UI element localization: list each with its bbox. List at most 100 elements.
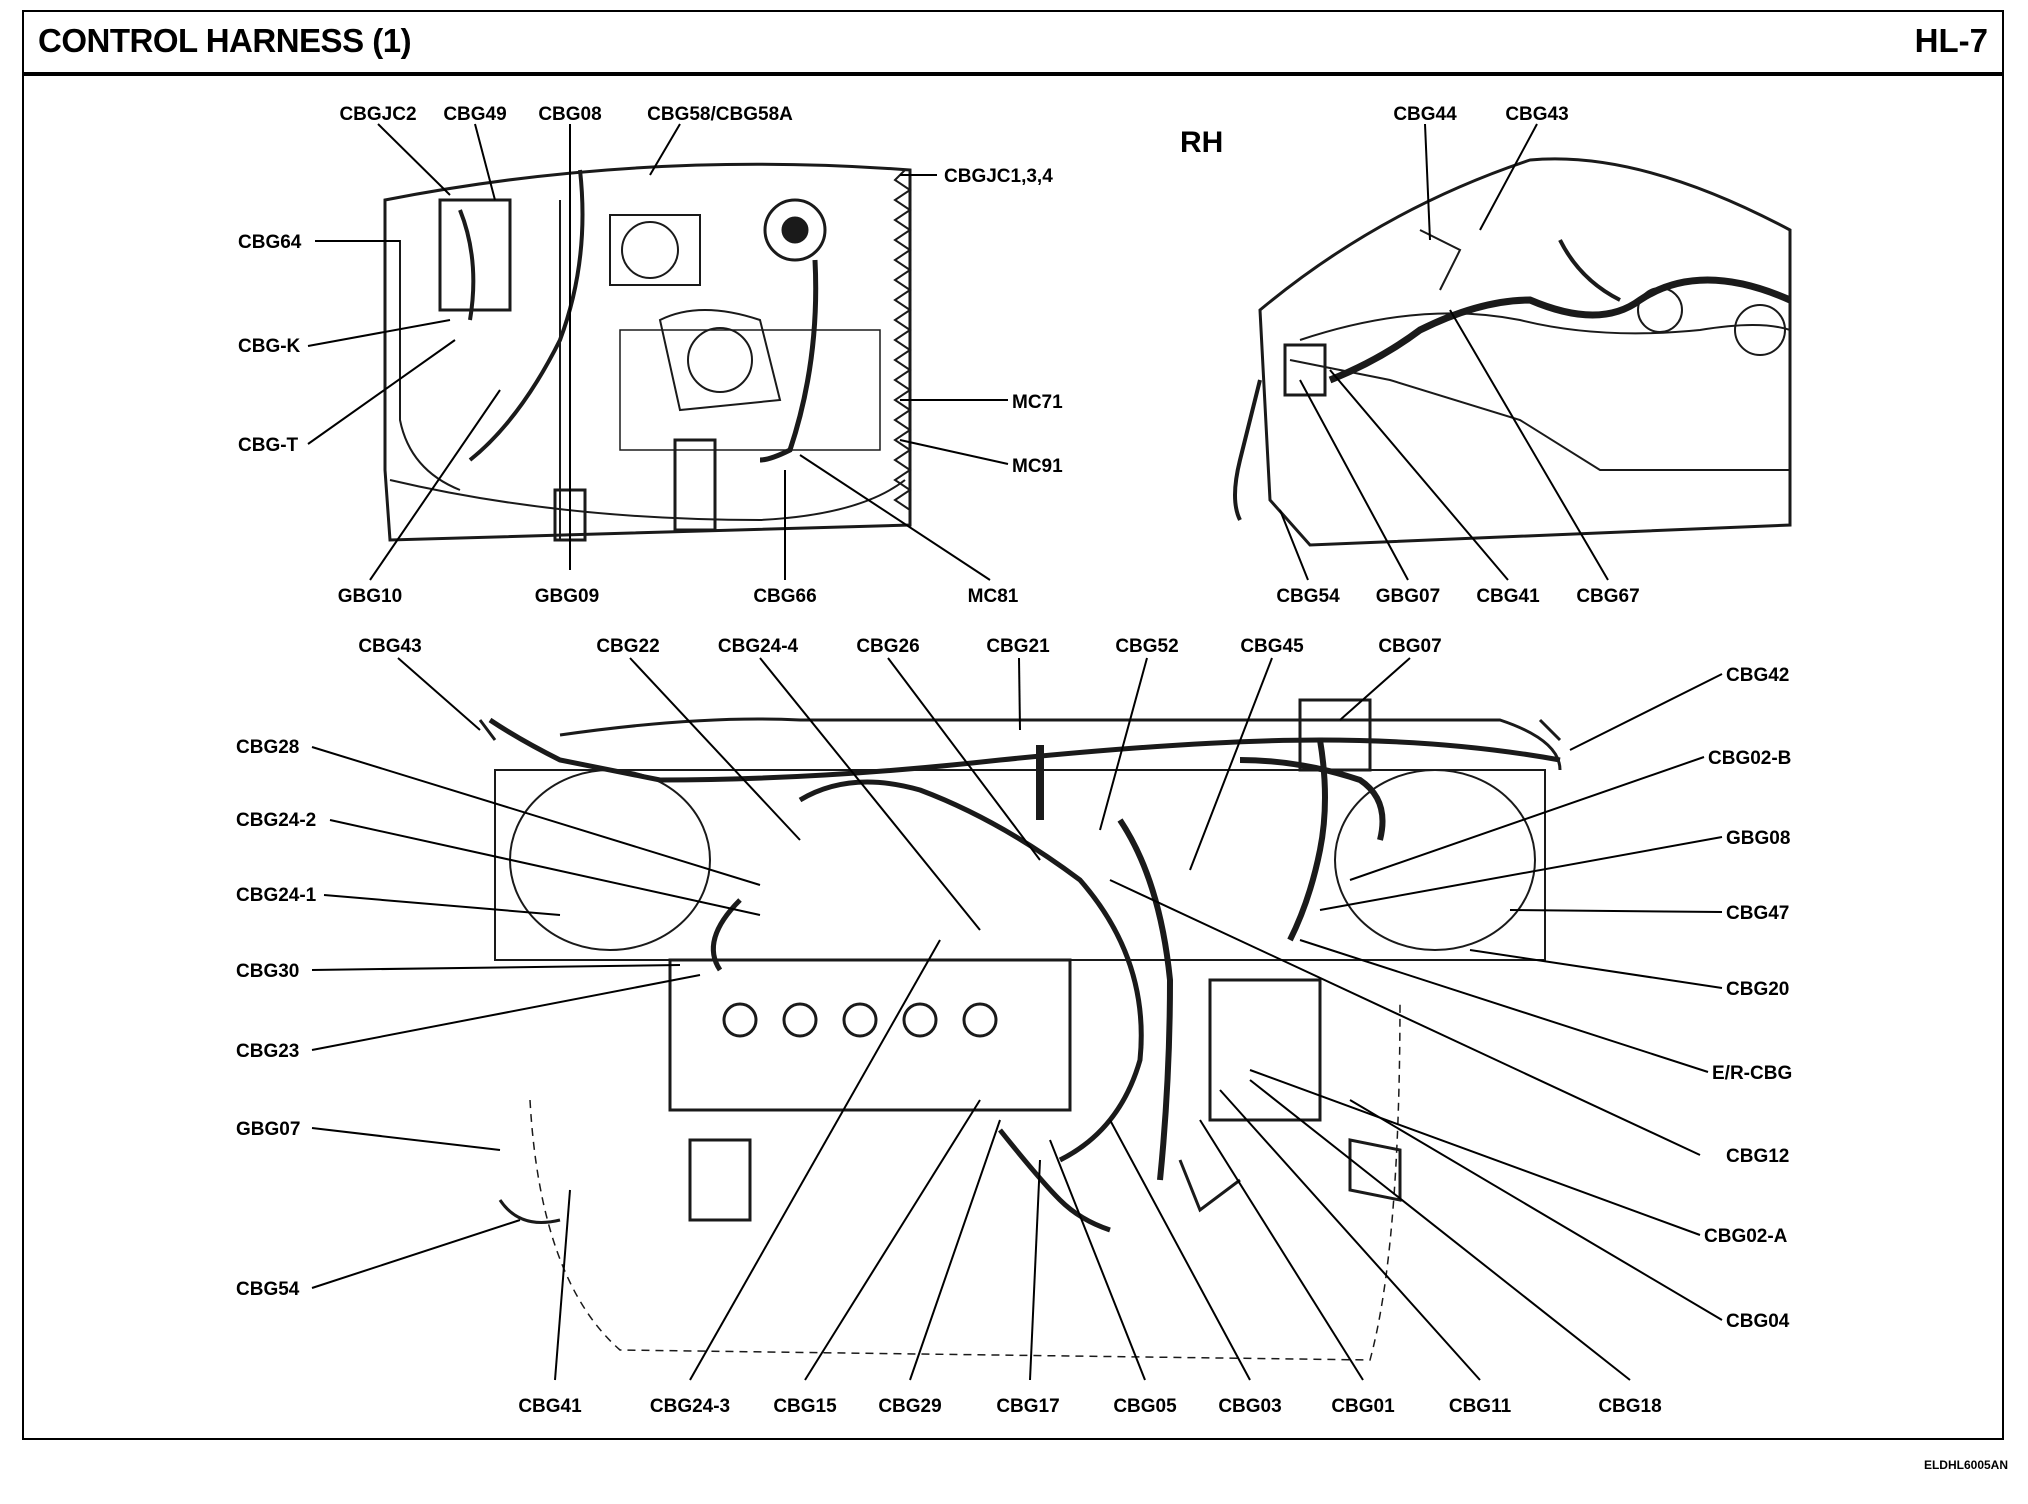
connector-label: GBG10 (338, 586, 402, 607)
connector-label: CBG24-3 (650, 1396, 730, 1417)
connector-label: CBG64 (238, 232, 302, 253)
connector-label: MC91 (1012, 456, 1063, 477)
connector-label: CBG58/CBG58A (647, 104, 793, 125)
leader-line (1449, 309, 1609, 581)
leader-line (377, 123, 451, 196)
connector-label: CBGJC1,3,4 (944, 166, 1053, 187)
leader-line (311, 974, 701, 1051)
leader-line (554, 1189, 571, 1381)
bottom-engine-overview-drawing (478, 698, 1562, 1361)
connector-label: CBG30 (236, 961, 299, 982)
page-title: CONTROL HARNESS (1) (38, 22, 412, 59)
leader-line (1424, 123, 1431, 241)
leader-line (689, 939, 941, 1381)
connector-label: CBG04 (1726, 1311, 1790, 1332)
leader-line (1299, 379, 1409, 581)
leader-line (1469, 949, 1723, 989)
connector-label: CBG11 (1449, 1396, 1512, 1417)
leader-line (1479, 123, 1538, 231)
connector-label: CBG05 (1113, 1396, 1177, 1417)
leader-line (307, 339, 456, 445)
leader-line (804, 1099, 981, 1381)
connector-label: MC71 (1012, 392, 1063, 413)
leader-line (887, 657, 1041, 861)
leader-line (1249, 1069, 1701, 1236)
leader-line (1109, 1119, 1251, 1381)
connector-label: CBG41 (518, 1396, 582, 1417)
connector-label: CBG02-B (1708, 748, 1791, 769)
leader-line (799, 454, 991, 581)
leader-line (1299, 939, 1709, 1073)
leader-line (1099, 657, 1148, 831)
connector-label: CBG54 (236, 1279, 300, 1300)
top-left-labels: CBGJC2 CBG49 CBG08 CBG58/CBG58A CBGJC1,3… (238, 104, 1063, 607)
connector-label: CBG07 (1378, 636, 1441, 657)
leader-line (397, 657, 481, 731)
leader-line (1018, 657, 1021, 731)
connector-label: CBG03 (1218, 1396, 1281, 1417)
leader-line (649, 123, 681, 176)
connector-label: CBG42 (1726, 665, 1789, 686)
leader-line (1109, 879, 1701, 1156)
connector-label: CBG18 (1598, 1396, 1661, 1417)
connector-label: CBG44 (1393, 104, 1457, 125)
connector-label: CBG66 (753, 586, 816, 607)
leader-line (759, 657, 981, 931)
connector-label: CBG67 (1576, 586, 1639, 607)
leader-line (329, 819, 761, 916)
connector-label: CBG21 (986, 636, 1050, 657)
connector-label: CBG26 (856, 636, 919, 657)
leader-lines (307, 123, 1723, 1381)
connector-label: E/R-CBG (1712, 1063, 1792, 1084)
connector-label: CBG24-4 (718, 636, 799, 657)
leader-line (311, 1219, 521, 1289)
top-left-engine-bay-drawing (383, 162, 912, 542)
connector-label: CBG29 (878, 1396, 941, 1417)
page-header: CONTROL HARNESS (1) HL-7 (24, 12, 2002, 76)
leader-line (311, 746, 761, 886)
connector-label: CBG43 (358, 636, 421, 657)
connector-label: GBG07 (236, 1119, 300, 1140)
connector-label: GBG07 (1376, 586, 1440, 607)
connector-label: CBG17 (996, 1396, 1059, 1417)
connector-label: CBG15 (773, 1396, 837, 1417)
connector-label: CBG47 (1726, 903, 1789, 924)
leader-line (1349, 1099, 1723, 1321)
connector-label: CBG01 (1331, 1396, 1395, 1417)
leader-line (1349, 756, 1705, 881)
leader-line (474, 123, 496, 201)
connector-label: CBG24-1 (236, 885, 317, 906)
leader-line (311, 964, 681, 971)
leader-line (323, 894, 561, 916)
leader-line (1249, 1079, 1631, 1381)
page-code: HL-7 (1914, 22, 1988, 59)
leader-line (1219, 1089, 1481, 1381)
leader-line (1189, 657, 1273, 871)
leader-line (1339, 657, 1411, 721)
connector-label: GBG08 (1726, 828, 1790, 849)
connector-label: CBG22 (596, 636, 659, 657)
connector-label: CBG-T (238, 435, 299, 456)
rh-side-marker: RH (1180, 126, 1223, 159)
connector-label: CBG49 (443, 104, 506, 125)
connector-label: CBG24-2 (236, 810, 316, 831)
connector-label: MC81 (968, 586, 1019, 607)
connector-label: CBG23 (236, 1041, 299, 1062)
leader-line (899, 439, 1009, 465)
bottom-labels: CBG43 CBG22 CBG24-4 CBG26 CBG21 CBG52 CB… (236, 636, 1792, 1417)
connector-label: CBG08 (538, 104, 601, 125)
leader-line (1049, 1139, 1146, 1381)
page-frame: CONTROL HARNESS (1) HL-7 (22, 10, 2004, 1440)
leader-line (311, 1127, 501, 1151)
connector-label: CBGJC2 (339, 104, 416, 125)
leader-line (909, 1119, 1001, 1381)
top-right-labels: CBG44 CBG43 CBG54 GBG07 CBG41 CBG67 (1276, 104, 1639, 607)
leader-line (629, 657, 801, 841)
connector-label: CBG54 (1276, 586, 1340, 607)
leader-line (1569, 673, 1723, 751)
connector-label: CBG45 (1240, 636, 1304, 657)
leader-line (369, 389, 501, 581)
leader-line (1199, 1119, 1364, 1381)
connector-label: GBG09 (535, 586, 599, 607)
